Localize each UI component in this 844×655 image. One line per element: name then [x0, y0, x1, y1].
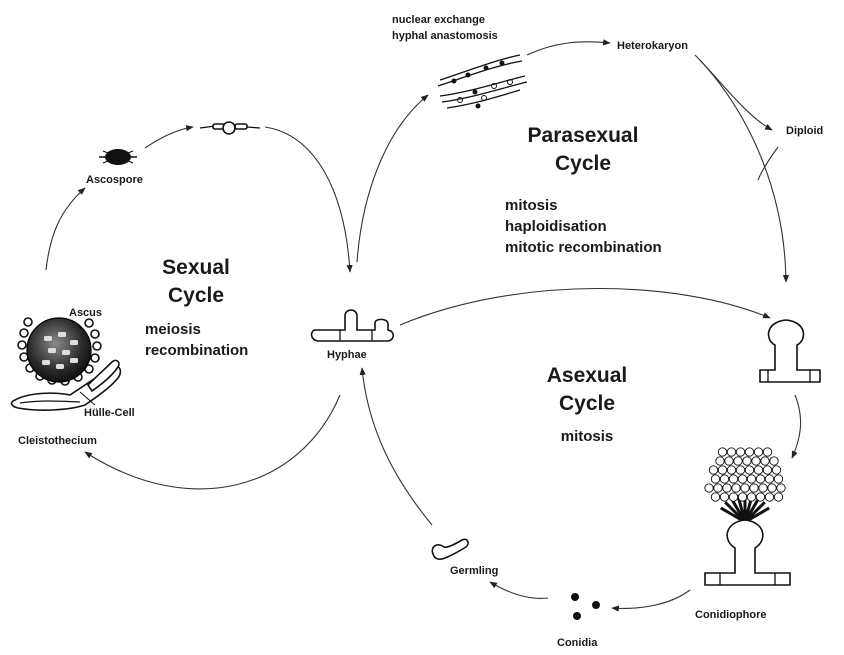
asexual-title-line1: Asexual	[547, 364, 628, 387]
arrow-germinating-to-hyphae	[265, 127, 350, 272]
label-hulle-cell: Hülle-Cell	[84, 407, 135, 419]
conidium	[747, 493, 755, 501]
arrow-ascospore-to-germinating	[145, 127, 193, 148]
conidium	[709, 466, 717, 474]
conidium	[745, 448, 753, 456]
conidium	[714, 484, 722, 492]
conidium	[705, 484, 713, 492]
conidium	[732, 484, 740, 492]
conidium	[720, 493, 728, 501]
label-heterokaryon: Heterokaryon	[617, 40, 688, 52]
conidia-illustration	[571, 593, 600, 620]
conidium	[711, 493, 719, 501]
label-nuclear-exchange: nuclear exchange	[392, 14, 485, 26]
arrow-cleisto-to-ascospore	[46, 188, 85, 270]
label-cleistothecium: Cleistothecium	[18, 435, 97, 447]
conidium	[774, 493, 782, 501]
arrow-conidia-to-germling	[490, 582, 548, 598]
conidia-chains	[705, 448, 785, 522]
conidium	[765, 475, 773, 483]
conidium	[738, 475, 746, 483]
sexual-cycle-block: Sexual Cycle meiosis recombination	[145, 256, 248, 359]
conidium	[718, 448, 726, 456]
conidiophore-illustration	[705, 448, 790, 585]
conidium	[729, 475, 737, 483]
conidium	[743, 457, 751, 465]
conidium	[777, 484, 785, 492]
conidium	[761, 457, 769, 465]
label-hyphal-anastomosis: hyphal anastomosis	[392, 30, 498, 42]
sexual-title-line2: Cycle	[168, 284, 224, 307]
conidium	[772, 466, 780, 474]
conidium	[756, 493, 764, 501]
asexual-cycle-block: Asexual Cycle mitosis	[547, 364, 628, 445]
arrow-heterokaryon-to-hypha-branch	[700, 60, 786, 282]
parasexual-cycle-block: Parasexual Cycle mitosis haploidisation …	[505, 124, 662, 256]
conidium	[741, 484, 749, 492]
cleistothecium-illustration	[12, 318, 121, 410]
parasexual-process-1: mitosis	[505, 197, 558, 214]
conidium	[774, 475, 782, 483]
conidium	[752, 457, 760, 465]
ascospore-illustration	[99, 149, 137, 165]
conidium	[734, 457, 742, 465]
conidium	[738, 493, 746, 501]
arrow-heterokaryon-to-diploid	[695, 55, 772, 130]
label-diploid: Diploid	[786, 125, 823, 137]
arrow-conidiophore-to-conidia	[612, 590, 690, 608]
conidium	[770, 457, 778, 465]
hyphae-illustration	[312, 310, 394, 341]
conidium	[754, 466, 762, 474]
sexual-process-1: meiosis	[145, 321, 201, 338]
conidium	[725, 457, 733, 465]
conidium	[765, 493, 773, 501]
conidium	[727, 466, 735, 474]
conidium	[747, 475, 755, 483]
parasexual-process-3: mitotic recombination	[505, 239, 662, 256]
parasexual-process-2: haploidisation	[505, 218, 607, 235]
germinating-ascospore-illustration	[200, 122, 260, 134]
hypha-branch-illustration	[760, 320, 820, 382]
label-hyphae: Hyphae	[327, 349, 367, 361]
conidium	[768, 484, 776, 492]
conidium	[718, 466, 726, 474]
conidium	[750, 484, 758, 492]
parasexual-title-line1: Parasexual	[528, 124, 639, 147]
conidium	[756, 475, 764, 483]
conidium	[711, 475, 719, 483]
conidium	[763, 448, 771, 456]
arrow-hyphae-to-branch	[400, 288, 770, 325]
label-ascospore: Ascospore	[86, 174, 143, 186]
ascus-sphere	[27, 318, 91, 382]
label-conidiophore: Conidiophore	[695, 609, 767, 621]
conidium	[723, 484, 731, 492]
arrow-anastomosis-to-heterokaryon	[527, 42, 610, 55]
parasexual-title-line2: Cycle	[555, 152, 611, 175]
conidium	[736, 466, 744, 474]
germling-illustration	[432, 539, 468, 559]
conidium	[736, 448, 744, 456]
conidium	[754, 448, 762, 456]
hyphal-anastomosis-illustration	[438, 55, 527, 109]
sexual-process-2: recombination	[145, 342, 248, 359]
conidium	[720, 475, 728, 483]
label-conidia: Conidia	[557, 637, 598, 649]
sexual-title-line1: Sexual	[162, 256, 230, 279]
arrow-germling-to-hyphae	[362, 368, 432, 525]
label-ascus: Ascus	[69, 307, 102, 319]
asexual-process-1: mitosis	[561, 428, 614, 445]
conidium	[763, 466, 771, 474]
arrow-branch-to-conidiophore	[792, 395, 801, 458]
label-germling: Germling	[450, 565, 498, 577]
asexual-title-line2: Cycle	[559, 392, 615, 415]
conidium	[745, 466, 753, 474]
conidium	[727, 448, 735, 456]
conidium	[729, 493, 737, 501]
arrow-hyphae-to-anastomosis	[357, 95, 428, 262]
conidium	[716, 457, 724, 465]
conidium	[759, 484, 767, 492]
